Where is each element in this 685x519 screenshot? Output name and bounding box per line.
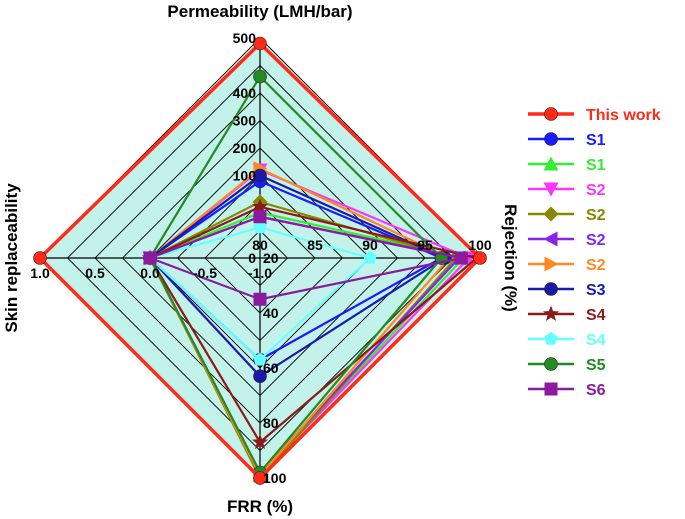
tick-label-rejection: 95 — [417, 237, 433, 253]
tick-label-rejection: 100 — [468, 237, 492, 253]
legend-label: S2 — [586, 182, 606, 199]
legend-marker — [543, 182, 559, 197]
radar-series — [33, 36, 487, 486]
legend-marker — [543, 156, 559, 171]
legend-item: S5 — [528, 357, 606, 374]
tick-label-frr: 40 — [263, 305, 279, 321]
tick-label-skin: 1.0 — [30, 265, 50, 281]
axis-title-frr: FRR (%) — [227, 497, 293, 516]
legend-label: S2 — [586, 257, 606, 274]
legend-label: S4 — [586, 332, 606, 349]
legend-item: S3 — [528, 282, 606, 299]
legend-item: S2 — [528, 231, 606, 249]
legend-marker — [544, 331, 558, 345]
tick-label-frr: 20 — [263, 250, 279, 266]
tick-label-permeability: 100 — [233, 168, 257, 184]
axis-title-skin: Skin replaceability — [2, 183, 21, 333]
tick-label-rejection: 80 — [252, 237, 268, 253]
tick-label-skin: -1.0 — [248, 265, 272, 281]
data-point-permeability — [253, 168, 267, 183]
tick-label-permeability: 300 — [233, 113, 257, 129]
tick-label-permeability: 200 — [233, 140, 257, 156]
legend-label: S3 — [586, 282, 606, 299]
legend-marker — [542, 305, 560, 321]
data-point-rejection — [473, 251, 487, 265]
legend-marker — [544, 282, 558, 296]
legend-marker — [544, 132, 558, 146]
legend-item: S1 — [528, 132, 606, 149]
data-point-permeability — [253, 220, 267, 234]
data-point-frr — [253, 471, 267, 485]
legend-marker — [543, 231, 558, 247]
axis-title-rejection: Rejection (%) — [501, 204, 520, 312]
data-point-skin — [33, 251, 47, 265]
legend-label: S2 — [586, 232, 606, 249]
axis-ticks: 0 100 200 300 400 500 80 85 90 95 100 20 40 60 80 100 -1… — [30, 30, 492, 486]
legend-item: S2 — [528, 256, 606, 274]
data-point-permeability — [253, 210, 267, 224]
tick-label-rejection: 90 — [362, 237, 378, 253]
tick-label-rejection: 85 — [307, 237, 323, 253]
radar-grid — [39, 37, 481, 479]
tick-label-permeability: 400 — [233, 85, 257, 101]
tick-label-frr: 100 — [263, 470, 287, 486]
legend-marker — [544, 382, 558, 396]
data-point-rejection — [363, 250, 377, 264]
legend-marker — [544, 256, 559, 272]
legend-item: This work — [528, 107, 661, 124]
tick-label-frr: 80 — [263, 415, 279, 431]
data-point-rejection — [454, 251, 468, 265]
legend-label: This work — [586, 107, 661, 124]
series-0 — [33, 36, 487, 485]
tick-label-permeability: 500 — [233, 30, 257, 46]
legend-label: S4 — [586, 307, 606, 324]
series-11 — [143, 210, 468, 306]
legend-item: S6 — [528, 382, 606, 399]
tick-label-frr: 60 — [263, 360, 279, 376]
axis-title-permeability: Permeability (LMH/bar) — [167, 2, 352, 21]
data-point-frr — [251, 433, 269, 450]
data-point-frr — [253, 369, 267, 384]
legend-item: S4 — [528, 305, 606, 324]
data-point-skin — [143, 251, 157, 265]
legend-item: S1 — [528, 156, 606, 174]
data-point-permeability — [253, 36, 267, 51]
tick-label-permeability: 0 — [248, 250, 256, 266]
legend-item: S2 — [528, 182, 606, 199]
legend-label: S5 — [586, 357, 606, 374]
data-point-frr — [253, 352, 267, 366]
tick-label-skin: 0.0 — [140, 265, 160, 281]
legend-marker — [544, 107, 558, 121]
legend-label: S2 — [586, 207, 606, 224]
legend-label: S6 — [586, 382, 606, 399]
legend-item: S4 — [528, 331, 606, 349]
legend-marker — [543, 206, 559, 222]
legend-marker — [544, 357, 558, 371]
data-point-permeability — [251, 198, 269, 214]
tick-label-skin: -0.5 — [193, 265, 217, 281]
data-point-permeability — [253, 69, 267, 84]
tick-label-skin: 0.5 — [85, 265, 105, 281]
data-point-frr — [253, 292, 267, 306]
legend-label: S1 — [586, 157, 606, 174]
legend-item: S2 — [528, 206, 606, 224]
legend-label: S1 — [586, 132, 606, 149]
